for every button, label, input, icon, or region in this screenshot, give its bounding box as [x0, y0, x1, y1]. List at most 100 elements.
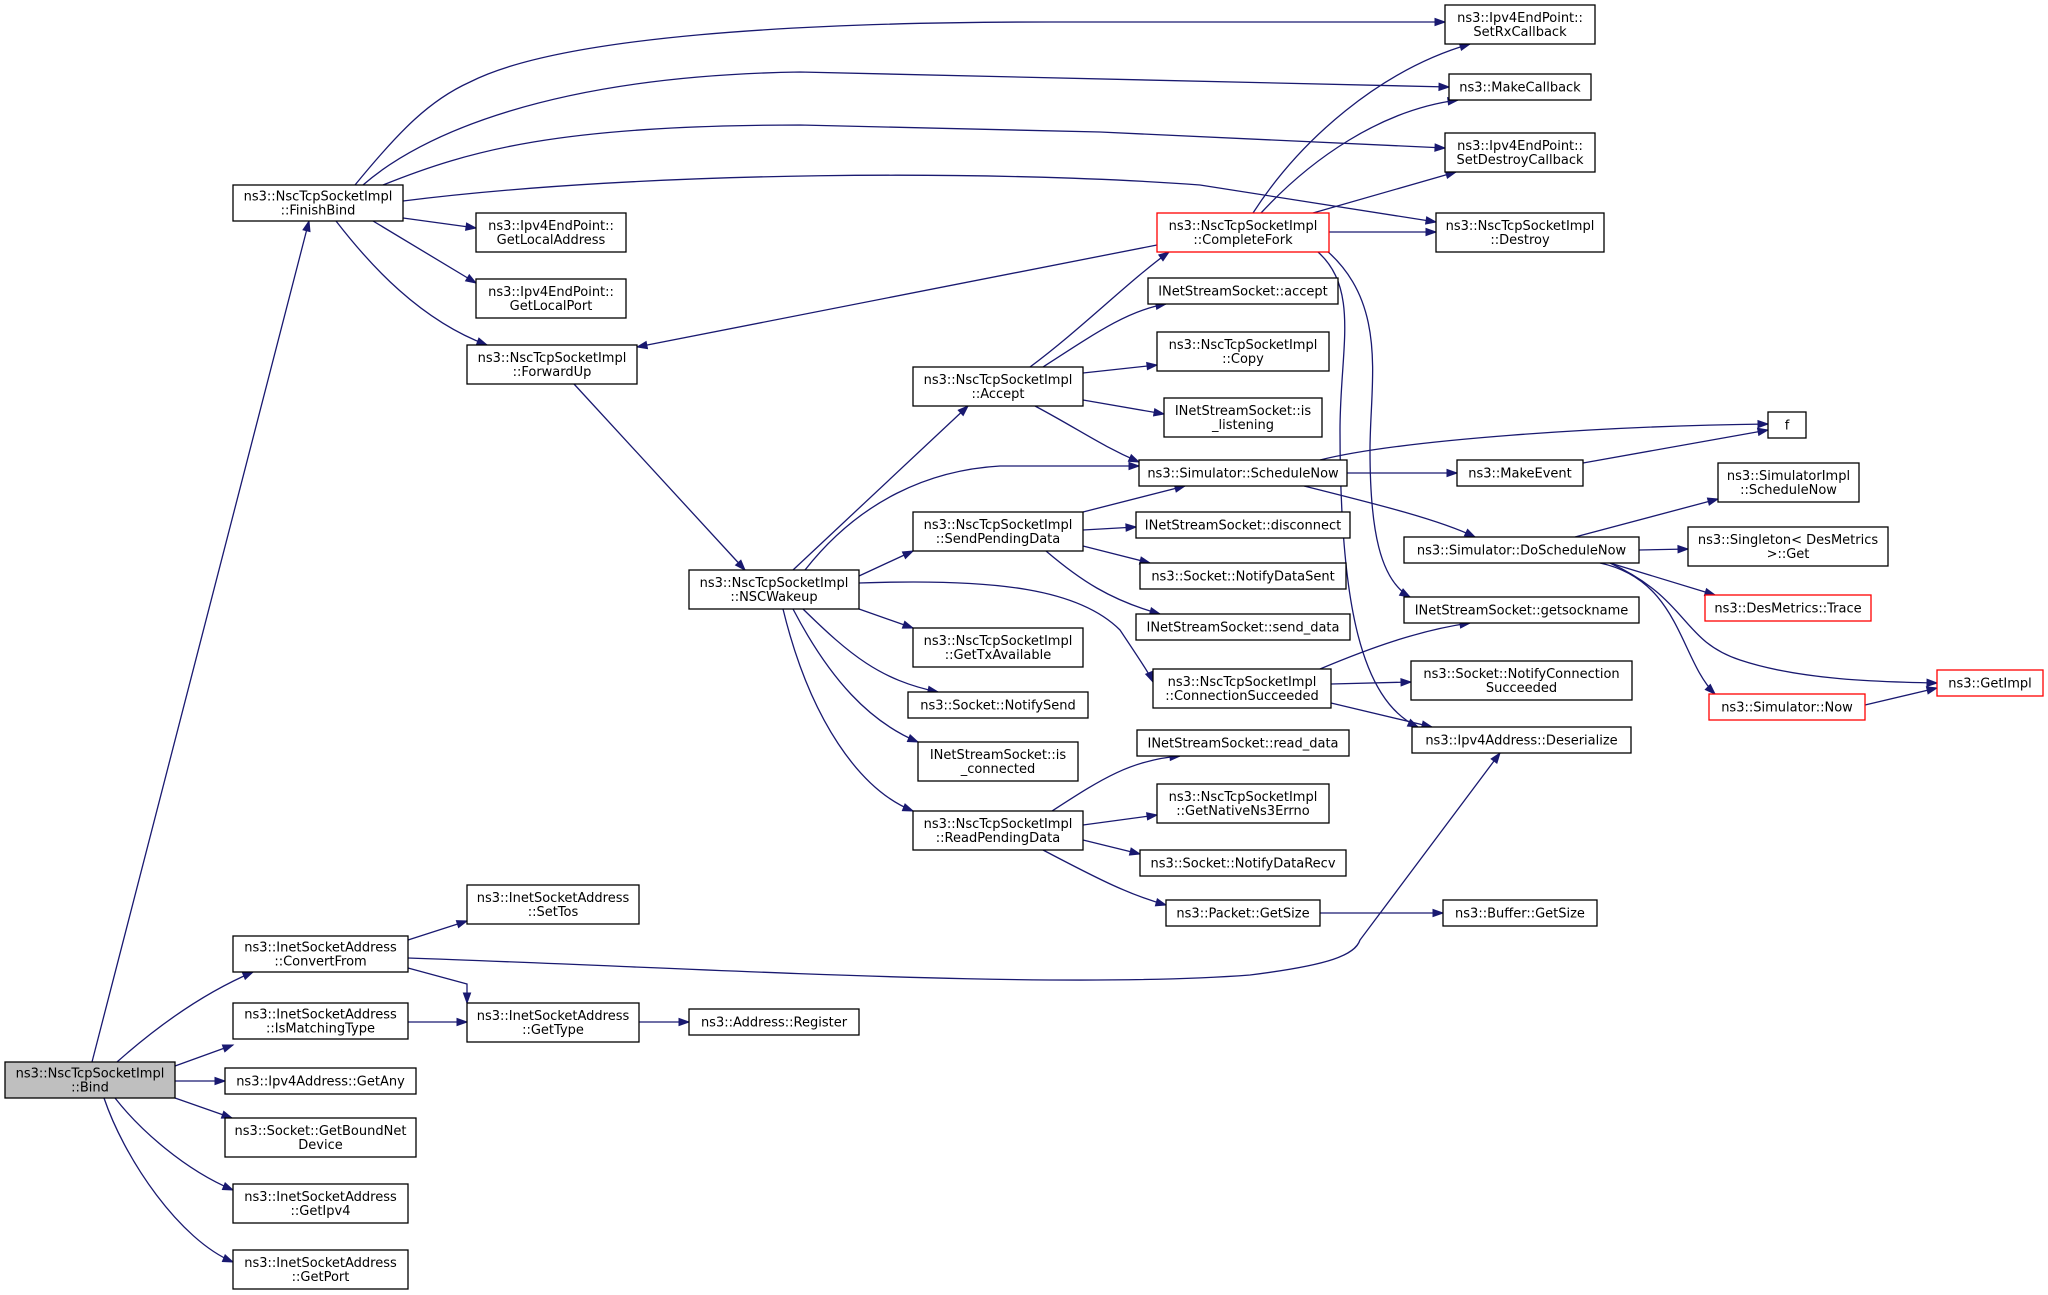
node-notifydatasent[interactable]: ns3::Socket::NotifyDataSent: [1139, 562, 1347, 590]
node-gettype[interactable]: ns3::InetSocketAddress::GetType: [466, 1002, 640, 1043]
node-box-simimpl_schedulenow: [1717, 462, 1860, 503]
node-convertfrom[interactable]: ns3::InetSocketAddress::ConvertFrom: [232, 935, 409, 973]
node-getlocaladdress[interactable]: ns3::Ipv4EndPoint::GetLocalAddress: [475, 212, 627, 253]
node-notifydatarecv[interactable]: ns3::Socket::NotifyDataRecv: [1139, 849, 1347, 877]
edge-completefork-to-setrxcallback: [1252, 43, 1471, 214]
edge-completefork-to-forwardup: [636, 244, 1158, 348]
node-label-ins_accept-line-0: INetStreamSocket::accept: [1158, 285, 1328, 300]
node-label-notifyconnectionsucceeded-line-0: ns3::Socket::NotifyConnection: [1423, 667, 1619, 682]
node-packet_getsize[interactable]: ns3::Packet::GetSize: [1165, 899, 1321, 927]
node-label-setrxcallback-line-1: SetRxCallback: [1473, 25, 1567, 40]
node-forwardup[interactable]: ns3::NscTcpSocketImpl::ForwardUp: [466, 344, 638, 385]
node-label-connectionsucceeded-line-1: ::ConnectionSucceeded: [1165, 689, 1319, 704]
node-f[interactable]: f: [1767, 411, 1807, 439]
node-label-getimpl-line-0: ns3::GetImpl: [1948, 677, 2032, 692]
arrowhead-connectionsucceeded-to-notifyconnectionsucceeded: [1400, 677, 1413, 687]
node-accept_impl[interactable]: ns3::NscTcpSocketImpl::Accept: [912, 366, 1084, 407]
node-label-forwardup-line-1: ::ForwardUp: [513, 365, 592, 380]
node-deserialize[interactable]: ns3::Ipv4Address::Deserialize: [1411, 726, 1632, 754]
node-getipv4[interactable]: ns3::InetSocketAddress::GetIpv4: [232, 1183, 409, 1224]
node-box-copy: [1156, 331, 1330, 372]
arrowhead-accept_impl-to-schedulenow: [1127, 453, 1141, 463]
node-getsockname[interactable]: INetStreamSocket::getsockname: [1403, 596, 1640, 624]
node-setrxcallback[interactable]: ns3::Ipv4EndPoint::SetRxCallback: [1444, 4, 1596, 45]
node-nscwakeup[interactable]: ns3::NscTcpSocketImpl::NSCWakeup: [688, 569, 860, 610]
edge-nscwakeup-to-readpendingdata: [782, 608, 914, 812]
node-settos[interactable]: ns3::InetSocketAddress::SetTos: [466, 884, 640, 925]
arrowhead-bind-to-convertfrom: [241, 971, 255, 981]
arrowhead-schedulenow-to-makeevent: [1446, 468, 1459, 478]
node-label-convertfrom-line-0: ns3::InetSocketAddress: [244, 941, 397, 956]
node-box-ismatchingtype: [232, 1002, 409, 1040]
arrowhead-accept_impl-to-completefork: [1157, 251, 1171, 262]
node-label-is_connected-line-0: INetStreamSocket::is: [930, 748, 1067, 763]
edge-completefork-to-setdestroycallback: [1312, 171, 1457, 214]
node-makeevent[interactable]: ns3::MakeEvent: [1456, 459, 1584, 487]
node-label-bind-line-0: ns3::NscTcpSocketImpl: [16, 1067, 165, 1082]
node-label-ismatchingtype-line-0: ns3::InetSocketAddress: [244, 1008, 397, 1023]
arrowhead-sendpendingdata-to-disconnect: [1125, 523, 1138, 532]
arrowhead-doschedulenow-to-simimpl_schedulenow: [1706, 497, 1720, 506]
edge-nscwakeup-to-is_connected: [792, 608, 919, 743]
node-box-simulator_now: [1708, 693, 1866, 721]
node-box-is_connected: [917, 741, 1079, 782]
node-label-ismatchingtype-line-1: ::IsMatchingType: [266, 1022, 375, 1037]
node-send_data[interactable]: INetStreamSocket::send_data: [1135, 613, 1351, 641]
node-notifysend[interactable]: ns3::Socket::NotifySend: [907, 691, 1089, 719]
node-ins_accept[interactable]: INetStreamSocket::accept: [1147, 277, 1339, 305]
node-box-readpendingdata: [912, 810, 1084, 851]
node-box-doschedulenow: [1403, 536, 1640, 564]
node-label-getnativens3errno-line-1: ::GetNativeNs3Errno: [1176, 804, 1309, 819]
edge-schedulenow-to-f: [1319, 423, 1769, 461]
node-is_connected[interactable]: INetStreamSocket::is_connected: [917, 741, 1079, 782]
node-singleton_get[interactable]: ns3::Singleton< DesMetrics >::Get: [1687, 526, 1889, 567]
node-doschedulenow[interactable]: ns3::Simulator::DoScheduleNow: [1403, 536, 1640, 564]
node-gettxavailable[interactable]: ns3::NscTcpSocketImpl::GetTxAvailable: [912, 627, 1084, 668]
node-box-ins_accept: [1147, 277, 1339, 305]
node-makecallback[interactable]: ns3::MakeCallback: [1448, 73, 1592, 101]
edge-convertfrom-to-gettype: [407, 967, 468, 1003]
node-box-setdestroycallback: [1444, 132, 1596, 173]
node-completefork[interactable]: ns3::NscTcpSocketImpl::CompleteFork: [1156, 212, 1330, 253]
node-sendpendingdata[interactable]: ns3::NscTcpSocketImpl::SendPendingData: [912, 511, 1084, 552]
node-bind[interactable]: ns3::NscTcpSocketImpl::Bind: [4, 1061, 176, 1099]
node-address_register[interactable]: ns3::Address::Register: [688, 1008, 860, 1036]
node-is_listening[interactable]: INetStreamSocket::is_listening: [1163, 397, 1323, 438]
node-label-sendpendingdata-line-0: ns3::NscTcpSocketImpl: [924, 518, 1073, 533]
node-ipv4_getany[interactable]: ns3::Ipv4Address::GetAny: [224, 1067, 417, 1095]
node-getport[interactable]: ns3::InetSocketAddress::GetPort: [232, 1249, 409, 1290]
node-box-packet_getsize: [1165, 899, 1321, 927]
node-disconnect[interactable]: INetStreamSocket::disconnect: [1135, 511, 1351, 539]
node-connectionsucceeded[interactable]: ns3::NscTcpSocketImpl::ConnectionSucceed…: [1152, 668, 1332, 709]
arrowhead-gettype-to-address_register: [678, 1017, 691, 1027]
edge-forwardup-to-nscwakeup: [573, 383, 746, 571]
node-desmetrics_trace[interactable]: ns3::DesMetrics::Trace: [1704, 594, 1872, 622]
node-readpendingdata[interactable]: ns3::NscTcpSocketImpl::ReadPendingData: [912, 810, 1084, 851]
node-label-getboundnetdevice-line-0: ns3::Socket::GetBoundNet: [235, 1124, 407, 1139]
node-destroy[interactable]: ns3::NscTcpSocketImpl::Destroy: [1435, 212, 1605, 253]
node-simimpl_schedulenow[interactable]: ns3::SimulatorImpl::ScheduleNow: [1717, 462, 1860, 503]
edge-makeevent-to-f: [1582, 429, 1769, 464]
node-schedulenow[interactable]: ns3::Simulator::ScheduleNow: [1138, 459, 1348, 487]
node-getimpl[interactable]: ns3::GetImpl: [1936, 669, 2044, 697]
node-setdestroycallback[interactable]: ns3::Ipv4EndPoint::SetDestroyCallback: [1444, 132, 1596, 173]
node-getnativens3errno[interactable]: ns3::NscTcpSocketImpl::GetNativeNs3Errno: [1156, 783, 1330, 824]
node-label-getport-line-1: ::GetPort: [292, 1270, 350, 1285]
arrowhead-schedulenow-to-doschedulenow: [1463, 528, 1477, 538]
node-buffer_getsize[interactable]: ns3::Buffer::GetSize: [1442, 899, 1598, 927]
node-simulator_now[interactable]: ns3::Simulator::Now: [1708, 693, 1866, 721]
node-ismatchingtype[interactable]: ns3::InetSocketAddress::IsMatchingType: [232, 1002, 409, 1040]
arrowhead-bind-to-ismatchingtype: [221, 1044, 235, 1053]
edge-accept_impl-to-schedulenow: [1034, 405, 1140, 463]
node-copy[interactable]: ns3::NscTcpSocketImpl::Copy: [1156, 331, 1330, 372]
node-label-getsockname-line-0: INetStreamSocket::getsockname: [1415, 604, 1629, 619]
edge-accept_impl-to-copy: [1082, 364, 1158, 374]
node-label-forwardup-line-0: ns3::NscTcpSocketImpl: [478, 351, 627, 366]
arrowhead-completefork-to-destroy: [1425, 227, 1438, 237]
arrowhead-ismatchingtype-to-gettype: [456, 1017, 469, 1027]
node-getlocalport[interactable]: ns3::Ipv4EndPoint::GetLocalPort: [475, 278, 627, 319]
node-read_data[interactable]: INetStreamSocket::read_data: [1136, 729, 1350, 757]
node-finishbind[interactable]: ns3::NscTcpSocketImpl::FinishBind: [232, 184, 404, 222]
